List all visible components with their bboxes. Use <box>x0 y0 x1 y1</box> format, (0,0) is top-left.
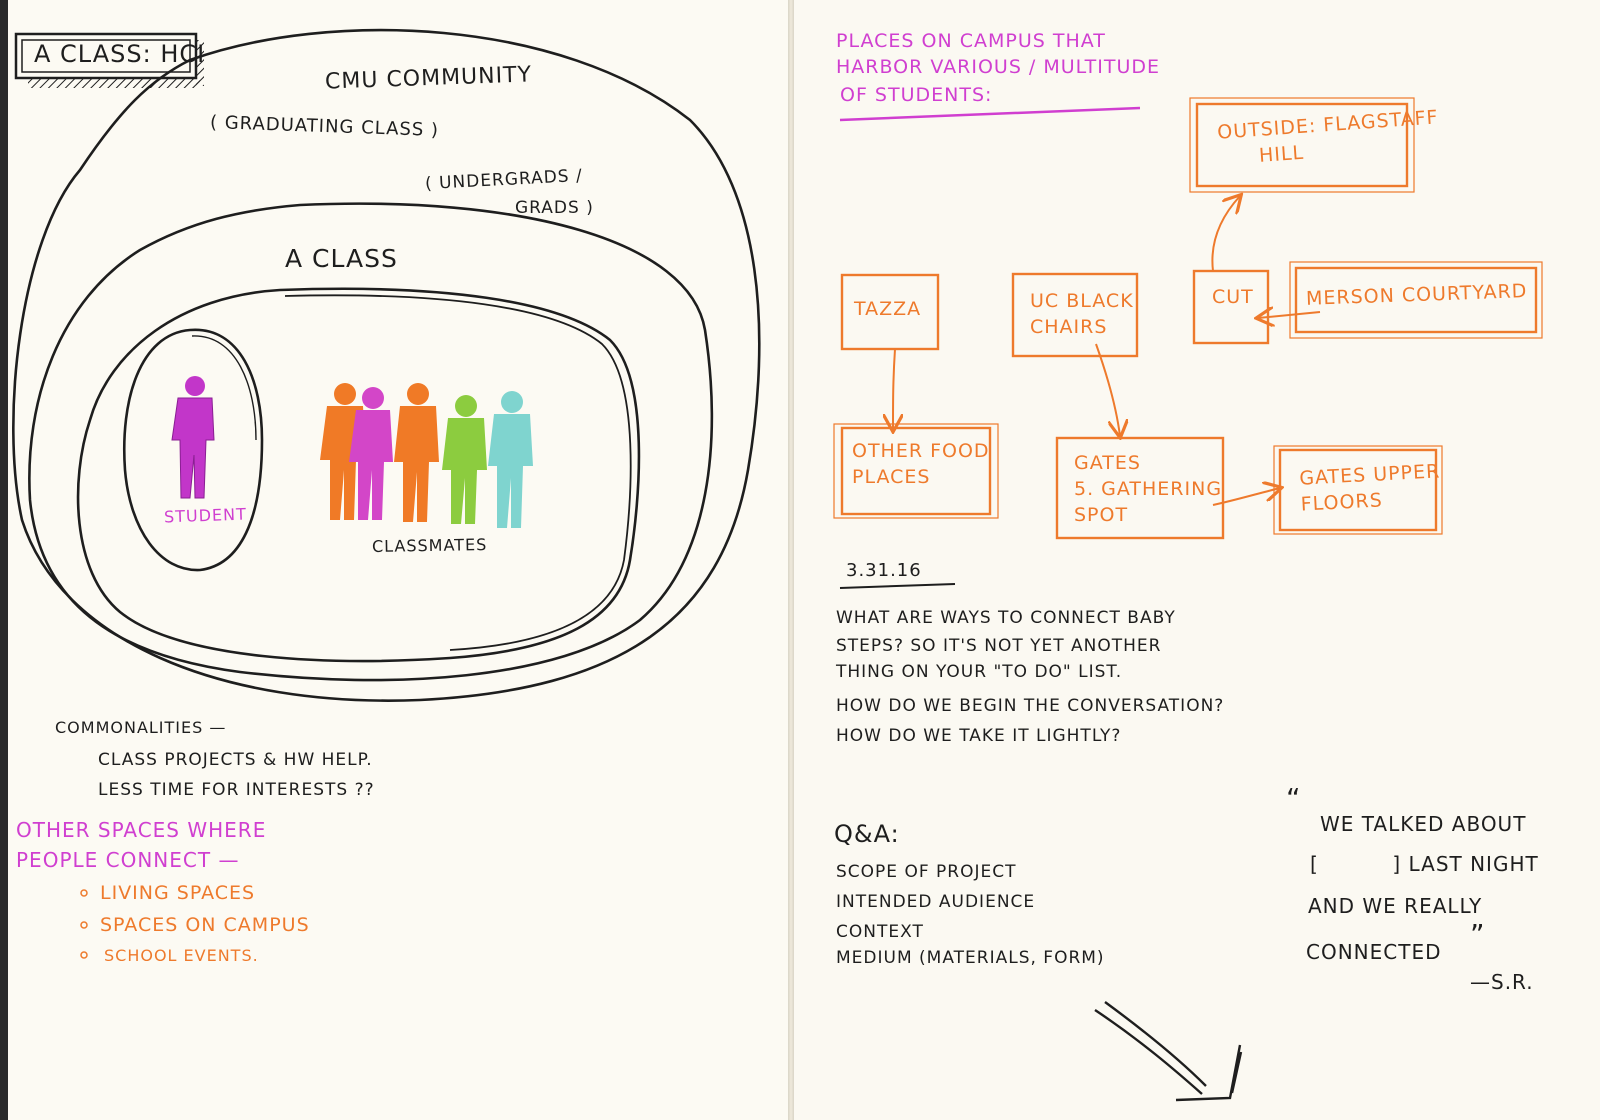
question-line: THING ON YOUR "TO DO" LIST. <box>836 662 1123 682</box>
box-upper-label: GATES UPPER FLOORS <box>1298 460 1441 516</box>
places-heading-line-1: PLACES ON CAMPUS THAT <box>836 30 1106 52</box>
question-line: HOW DO WE BEGIN THE CONVERSATION? <box>836 696 1225 716</box>
arrow-uc-to-gates <box>1095 343 1120 436</box>
a-class-label: A CLASS <box>285 244 398 273</box>
student-ellipse <box>123 328 264 572</box>
other-spaces-title-2: PEOPLE CONNECT — <box>16 848 240 872</box>
date-underline <box>839 583 956 589</box>
heading-underline <box>839 106 1141 122</box>
hci-tag-frame <box>14 32 204 88</box>
close-quote-mark: ” <box>1470 918 1486 951</box>
question-line: WHAT ARE WAYS TO CONNECT BABY <box>836 608 1176 628</box>
places-heading-line-2: HARBOR VARIOUS / MULTITUDE <box>836 56 1160 78</box>
box-food-label: OTHER FOOD PLACES <box>852 440 990 488</box>
student-figure <box>171 376 215 499</box>
left-notebook-page <box>0 0 790 1120</box>
box-tazza-label: TAZZA <box>854 298 922 320</box>
qa-item: SCOPE OF PROJECT <box>836 862 1017 882</box>
arrow-gates-to-upper <box>1212 488 1280 506</box>
commonalities-line-2: LESS TIME FOR INTERESTS ?? <box>98 780 375 800</box>
other-spaces-item: SPACES ON CAMPUS <box>100 914 310 936</box>
quote-attribution: —S.R. <box>1470 970 1534 994</box>
qa-item: INTENDED AUDIENCE <box>836 892 1036 912</box>
places-heading-line-3: OF STUDENTS: <box>840 84 993 106</box>
box-other-food <box>840 426 992 516</box>
bullet-icon <box>80 921 88 929</box>
community-venn-diagram <box>12 28 761 702</box>
classmate-figure-5 <box>488 391 533 528</box>
box-merson-courtyard <box>1294 266 1538 334</box>
hci-tag-label: A CLASS: HCI <box>34 40 206 68</box>
box-gates-gathering <box>1055 436 1225 540</box>
quote-line-2: [ ] LAST NIGHT <box>1310 852 1539 876</box>
box-tazza <box>840 273 940 351</box>
student-label: STUDENT <box>163 504 248 527</box>
question-line: STEPS? SO IT'S NOT YET ANOTHER <box>836 636 1162 656</box>
classmate-figure-2 <box>349 387 393 520</box>
qa-title: Q&A: <box>834 820 900 848</box>
classmate-figure-3 <box>394 383 439 522</box>
bullet-icon <box>80 889 88 897</box>
qa-item: CONTEXT <box>836 922 924 942</box>
graduating-class-ellipse <box>28 202 714 682</box>
box-cut-label: CUT <box>1212 286 1254 308</box>
arrow-tazza-to-food <box>893 348 895 430</box>
grads-label: GRADS ) <box>515 198 594 218</box>
page-edge-shadow <box>0 0 8 1120</box>
quote-line-1: WE TALKED ABOUT <box>1320 812 1527 836</box>
arrow-cut-to-outside <box>1211 196 1240 272</box>
entry-date: 3.31.16 <box>846 560 922 581</box>
a-class-ellipse <box>76 287 641 663</box>
other-spaces-item: SCHOOL EVENTS. <box>104 946 259 965</box>
quote-line-4: CONNECTED <box>1306 940 1442 964</box>
down-right-arrow-icon <box>1094 1001 1243 1102</box>
classmates-label: CLASSMATES <box>371 534 488 557</box>
commonalities-title: COMMONALITIES — <box>55 718 227 737</box>
classmates-figures <box>320 383 533 528</box>
other-spaces-item: LIVING SPACES <box>100 882 256 904</box>
box-uc-black-chairs <box>1011 272 1139 358</box>
commonalities-line-1: CLASS PROJECTS & HW HELP. <box>98 750 373 770</box>
flow-arrows <box>893 196 1321 506</box>
quote-line-3: AND WE REALLY <box>1308 894 1483 918</box>
qa-item: MEDIUM (MATERIALS, FORM) <box>836 948 1105 968</box>
bullet-icon <box>80 951 88 959</box>
box-uc-label: UC BLACK CHAIRS <box>1030 290 1134 338</box>
notebook-spine <box>788 0 794 1120</box>
arrow-merson-to-cut <box>1258 312 1321 318</box>
question-line: HOW DO WE TAKE IT LIGHTLY? <box>836 726 1122 746</box>
box-outside-flagstaff <box>1195 102 1409 188</box>
other-spaces-title-1: OTHER SPACES WHERE <box>16 818 267 842</box>
open-quote-mark: “ <box>1286 782 1302 815</box>
cmu-community-ellipse <box>12 28 761 702</box>
classmate-figure-4 <box>442 395 487 524</box>
box-gates-label: GATES 5. GATHERING SPOT <box>1074 452 1223 526</box>
